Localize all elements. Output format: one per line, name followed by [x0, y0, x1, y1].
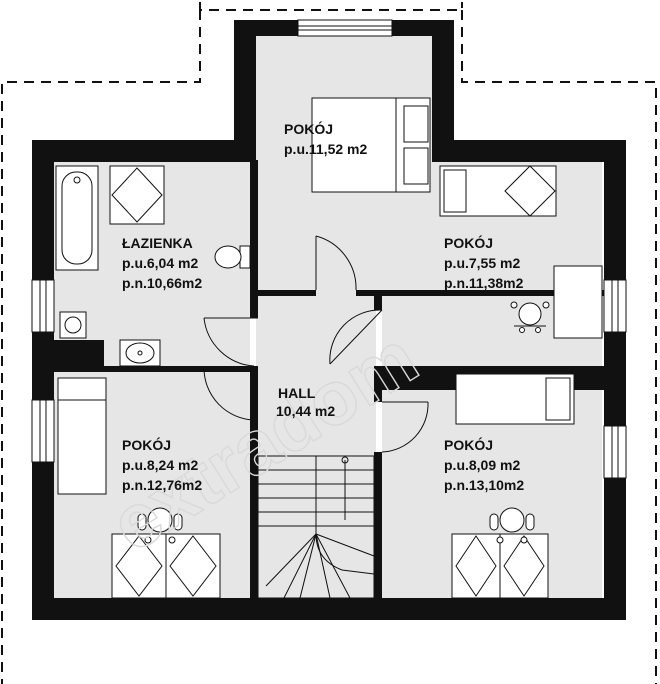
wardrobe-icon	[451, 533, 549, 599]
bedroom-left-area-pn: p.n.12,76m2	[122, 477, 202, 493]
room-labels: POKÓJ p.u.11,52 m2 ŁAZIENKA p.u.6,04 m2 …	[122, 120, 524, 493]
hall-area: 10,44 m2	[276, 403, 335, 419]
stairs-icon	[257, 455, 375, 599]
windows	[31, 19, 627, 479]
double-bed-icon	[311, 97, 431, 193]
window-icon	[603, 425, 627, 479]
bedroom-bottom-right-area-pu: p.u.8,09 m2	[444, 457, 520, 473]
door-swing-icon	[381, 401, 429, 453]
door-swing-icon	[329, 309, 383, 365]
door-swing-icon	[203, 317, 258, 367]
single-bed-icon	[455, 373, 575, 425]
bedroom-bottom-right-area-pn: p.n.13,10m2	[444, 477, 524, 493]
washbasin-icon	[119, 339, 161, 367]
washbasin-icon	[59, 311, 87, 339]
desk-icon	[553, 265, 603, 339]
bedroom-top-area: p.u.11,52 m2	[284, 141, 367, 157]
single-bed-icon	[439, 165, 557, 217]
bedroom-top-name: POKÓJ	[284, 120, 333, 137]
bathroom-area-pu: p.u.6,04 m2	[122, 255, 198, 271]
hall-name: HALL	[278, 385, 316, 401]
bathroom-name: ŁAZIENKA	[122, 235, 193, 251]
bedroom-bottom-right-name: POKÓJ	[444, 436, 493, 453]
office-chair-icon	[489, 507, 535, 544]
bathroom-cabinet	[109, 165, 165, 225]
window-icon	[31, 399, 55, 463]
bedroom-right-area-pu: p.u.7,55 m2	[444, 255, 520, 271]
bathroom-area-pn: p.n.10,66m2	[122, 275, 202, 291]
doors	[203, 235, 429, 453]
walls	[32, 20, 626, 620]
wardrobe-icon	[111, 533, 221, 599]
bathtub-icon	[55, 165, 99, 271]
bedroom-right-area-pn: p.n.11,38m2	[444, 275, 524, 291]
bedroom-right-name: POKÓJ	[444, 234, 493, 251]
toilet-icon	[214, 245, 251, 269]
window-icon	[31, 279, 55, 333]
bedroom-left-area-pu: p.u.8,24 m2	[122, 457, 198, 473]
office-chair-icon	[510, 301, 550, 333]
window-icon	[603, 279, 627, 333]
window-icon	[297, 19, 393, 37]
single-bed-icon	[57, 377, 107, 495]
bedroom-left-name: POKÓJ	[122, 436, 171, 453]
door-swing-icon	[315, 235, 357, 291]
door-swing-icon	[203, 367, 258, 421]
office-chair-icon	[137, 507, 183, 544]
